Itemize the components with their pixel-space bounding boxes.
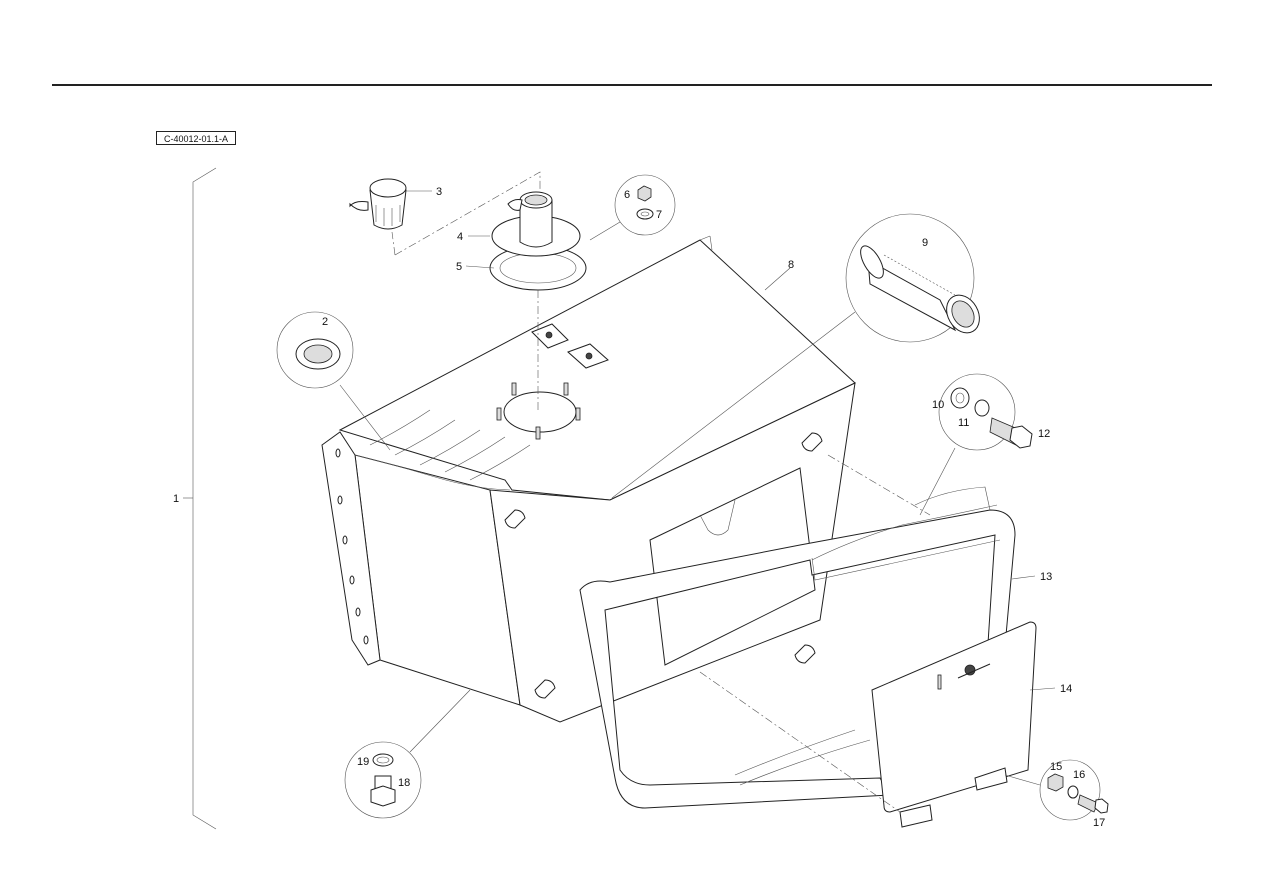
callout-16: 16: [1073, 769, 1085, 781]
callout-8: 8: [788, 259, 794, 271]
detail-circle-10-11-12: [919, 373, 1033, 516]
filler-neck: [489, 191, 587, 412]
detail-circle-9: [611, 213, 980, 499]
detail-circle-6-7: [589, 174, 676, 241]
callout-15: 15: [1050, 761, 1062, 773]
detail-circle-2: [276, 311, 391, 451]
callout-17: 17: [1093, 817, 1105, 829]
tank-studs: [496, 382, 581, 440]
callout-19: 19: [357, 756, 369, 768]
callout-12: 12: [1038, 428, 1050, 440]
callout-1: 1: [173, 493, 179, 505]
filler-cap: [349, 171, 541, 256]
callout-5: 5: [456, 261, 462, 273]
header-rule: [52, 84, 1212, 86]
callout-10: 10: [932, 399, 944, 411]
callout-11: 11: [958, 417, 969, 429]
callout-3: 3: [436, 186, 442, 198]
callout-6: 6: [624, 189, 630, 201]
callout-13: 13: [1040, 571, 1052, 583]
figure-reference: C-40012-01.1-A: [156, 131, 236, 145]
callout-7: 7: [656, 209, 662, 221]
assembly-bracket: [183, 167, 217, 830]
callout-14: 14: [1060, 683, 1072, 695]
detail-circle-18-19: [344, 689, 471, 819]
step-ladder: [579, 486, 1016, 809]
callout-leaders: [406, 190, 1056, 691]
callout-9: 9: [922, 237, 928, 249]
assembly-centerlines: [699, 267, 931, 813]
fuel-tank: [338, 235, 856, 723]
detail-circle-15-16-17: [1004, 759, 1109, 821]
cover-plate: [871, 621, 1037, 828]
callout-2: 2: [322, 316, 328, 328]
left-step-plate: [321, 409, 531, 666]
callout-labels: 1 2 3 4 5 6 7 8 9 10 11 12 13 14 15 16 1…: [173, 186, 1105, 829]
callout-4: 4: [457, 231, 463, 243]
callout-18: 18: [398, 777, 410, 789]
